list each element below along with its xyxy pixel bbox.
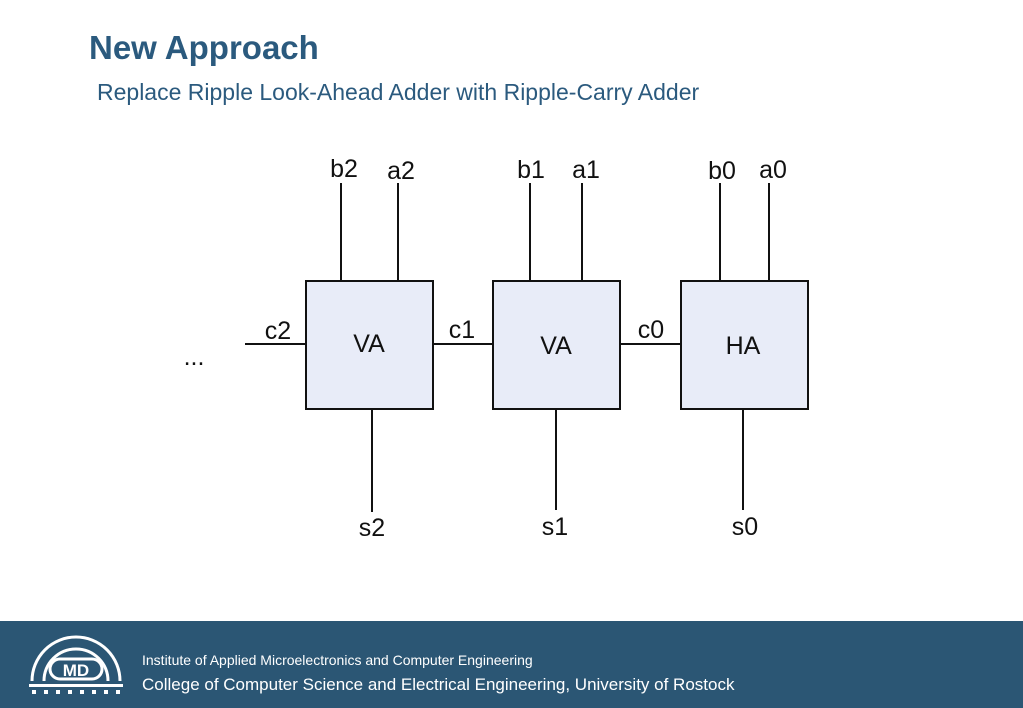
block-va-2 <box>305 280 434 410</box>
block-label: VA <box>540 332 572 360</box>
signal-label-b1: b1 <box>517 156 545 184</box>
block-label: VA <box>353 330 385 358</box>
page-subtitle: Replace Ripple Look-Ahead Adder with Rip… <box>97 79 700 105</box>
signal-label-c0: c0 <box>638 316 664 344</box>
signal-label-b2: b2 <box>330 155 358 183</box>
block-label: HA <box>726 332 761 360</box>
signal-label-a2: a2 <box>387 157 415 185</box>
signal-label-s2: s2 <box>359 514 385 542</box>
university-logo: MD <box>29 635 123 694</box>
block-ha-0 <box>680 280 809 410</box>
logo-text: MD <box>63 661 89 680</box>
footer-bar: MD Institute of Applied Microelectronics… <box>0 621 1023 708</box>
signal-label-c1: c1 <box>449 316 475 344</box>
signal-label-c2: c2 <box>265 317 291 345</box>
ripple-carry-adder-diagram: VA VA HA b2 a2 b1 a1 b0 a0 c2 c1 c0 s2 s… <box>184 155 809 542</box>
signal-label-s1: s1 <box>542 513 568 541</box>
signal-label-s0: s0 <box>732 513 758 541</box>
continuation-ellipsis: ... <box>184 343 205 371</box>
footer-institute: Institute of Applied Microelectronics an… <box>142 652 533 668</box>
signal-label-a1: a1 <box>572 156 600 184</box>
signal-label-b0: b0 <box>708 157 736 185</box>
block-va-1 <box>492 280 621 410</box>
page-title: New Approach <box>89 29 319 66</box>
footer-college: College of Computer Science and Electric… <box>142 675 735 694</box>
signal-label-a0: a0 <box>759 156 787 184</box>
